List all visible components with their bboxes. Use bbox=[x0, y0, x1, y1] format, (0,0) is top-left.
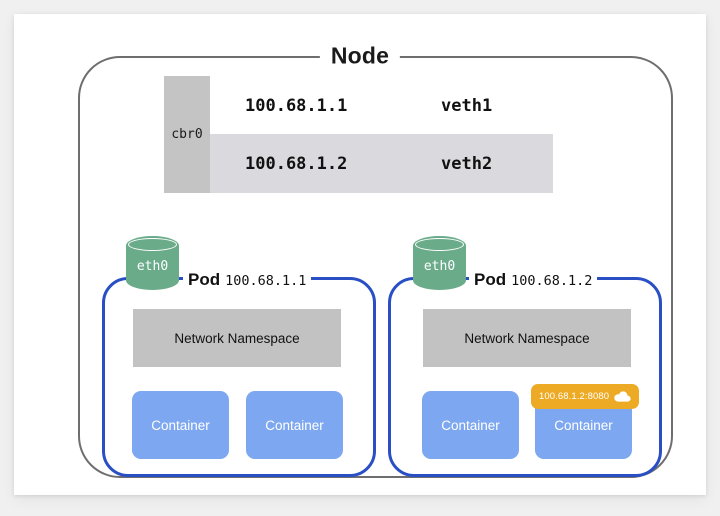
network-namespace-box: Network Namespace bbox=[423, 309, 631, 367]
bridge-label: cbr0 bbox=[171, 127, 203, 142]
container-label: Container bbox=[554, 417, 613, 433]
pod-label: Pod 100.68.1.2 bbox=[469, 270, 598, 290]
container-box: Container bbox=[132, 391, 229, 459]
veth-interface-name: veth1 bbox=[441, 95, 493, 116]
network-namespace-box: Network Namespace bbox=[133, 309, 341, 367]
pod-label: Pod 100.68.1.1 bbox=[183, 270, 312, 290]
pod-ip-address: 100.68.1.2 bbox=[511, 273, 593, 289]
veth-row: 100.68.1.2 veth2 bbox=[210, 134, 553, 193]
container-label: Container bbox=[151, 417, 210, 433]
eth0-interface-cylinder: eth0 bbox=[413, 236, 466, 290]
pod-boundary: Pod 100.68.1.2 bbox=[388, 270, 662, 477]
veth-ip-address: 100.68.1.2 bbox=[245, 153, 348, 174]
pod-label-word: Pod bbox=[188, 270, 221, 289]
service-endpoint-badge: 100.68.1.2:8080 bbox=[531, 384, 640, 409]
veth-interface-name: veth2 bbox=[441, 153, 493, 174]
eth0-label: eth0 bbox=[136, 259, 169, 274]
container-box: Container bbox=[422, 391, 519, 459]
eth0-interface-cylinder: eth0 bbox=[126, 236, 179, 290]
diagram-card: Node cbr0 100.68.1.1 veth1 100.68.1.2 ve… bbox=[14, 14, 706, 495]
pod-ip-address: 100.68.1.1 bbox=[225, 273, 307, 289]
network-namespace-label: Network Namespace bbox=[174, 330, 300, 346]
network-namespace-label: Network Namespace bbox=[464, 330, 590, 346]
container-box: Container bbox=[246, 391, 343, 459]
eth0-label: eth0 bbox=[423, 259, 456, 274]
node-title: Node bbox=[319, 42, 401, 70]
container-label: Container bbox=[265, 417, 324, 433]
cloud-icon bbox=[614, 391, 631, 402]
service-endpoint-label: 100.68.1.2:8080 bbox=[539, 391, 610, 402]
veth-row-highlight bbox=[210, 134, 553, 193]
pod-boundary: Pod 100.68.1.1 bbox=[102, 270, 376, 477]
bridge-cbr0: cbr0 bbox=[164, 76, 210, 193]
pod-label-word: Pod bbox=[474, 270, 507, 289]
container-label: Container bbox=[441, 417, 500, 433]
cylinder-top-ellipse bbox=[128, 238, 177, 251]
cylinder-top-ellipse bbox=[415, 238, 464, 251]
veth-row: 100.68.1.1 veth1 bbox=[210, 76, 553, 135]
veth-ip-address: 100.68.1.1 bbox=[245, 95, 348, 116]
